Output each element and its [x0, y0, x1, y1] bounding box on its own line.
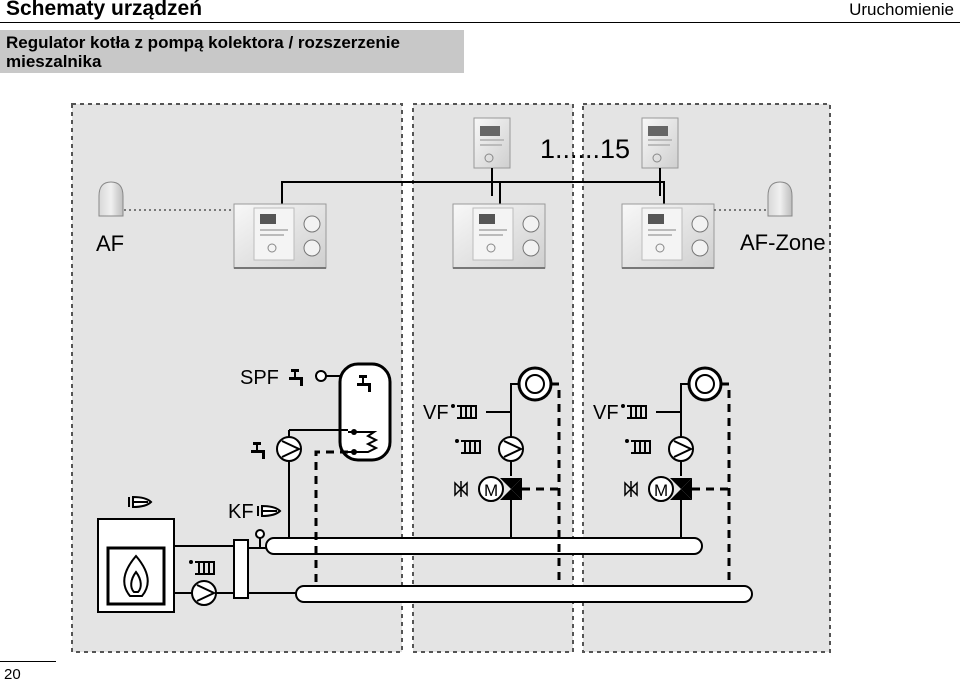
- diagram-subtitle: Regulator kotła z pompą kolektora / rozs…: [6, 33, 400, 71]
- label-af-zone: AF-Zone: [740, 230, 826, 255]
- check-valve-icon: [624, 481, 638, 497]
- burner-icon: [128, 495, 153, 509]
- footer-rule: [0, 661, 56, 662]
- boiler-pump: [191, 580, 217, 606]
- subtitle-box: [0, 30, 464, 73]
- check-valve-icon: [454, 481, 468, 497]
- room-unit-1: [473, 117, 511, 169]
- mixer-controller-2: [621, 203, 715, 269]
- mixer-pump-1: [498, 436, 524, 462]
- mixing-valve-1: [500, 478, 522, 500]
- room-unit-range-label: 1......15: [540, 134, 630, 164]
- hydraulic-separator: [233, 539, 249, 599]
- outdoor-sensor-af: [98, 181, 124, 217]
- label-af: AF: [96, 231, 124, 256]
- chapter-title: Schematy urządzeń: [6, 0, 203, 20]
- section-name: Uruchomienie: [849, 0, 954, 19]
- motor-label-2: M: [654, 481, 668, 500]
- motor-label-1: M: [484, 481, 498, 500]
- room-unit-2: [641, 117, 679, 169]
- boiler-controller: [233, 203, 327, 269]
- header-rule: [0, 22, 960, 23]
- mixer-pump-2: [668, 436, 694, 462]
- page-number: 20: [4, 666, 21, 683]
- supply-header: [265, 537, 703, 555]
- label-spf: SPF: [240, 367, 279, 389]
- mixer-controller-1: [452, 203, 546, 269]
- mixing-valve-2: [670, 478, 692, 500]
- hot-water-tank: [338, 362, 392, 462]
- label-vf-2: VF: [593, 402, 619, 424]
- return-header: [295, 585, 753, 603]
- storage-pump: [276, 436, 302, 462]
- boiler-sensor-icon: [257, 504, 282, 518]
- outdoor-sensor-af-zone: [767, 181, 793, 217]
- label-kf: KF: [228, 501, 254, 523]
- label-vf-1: VF: [423, 402, 449, 424]
